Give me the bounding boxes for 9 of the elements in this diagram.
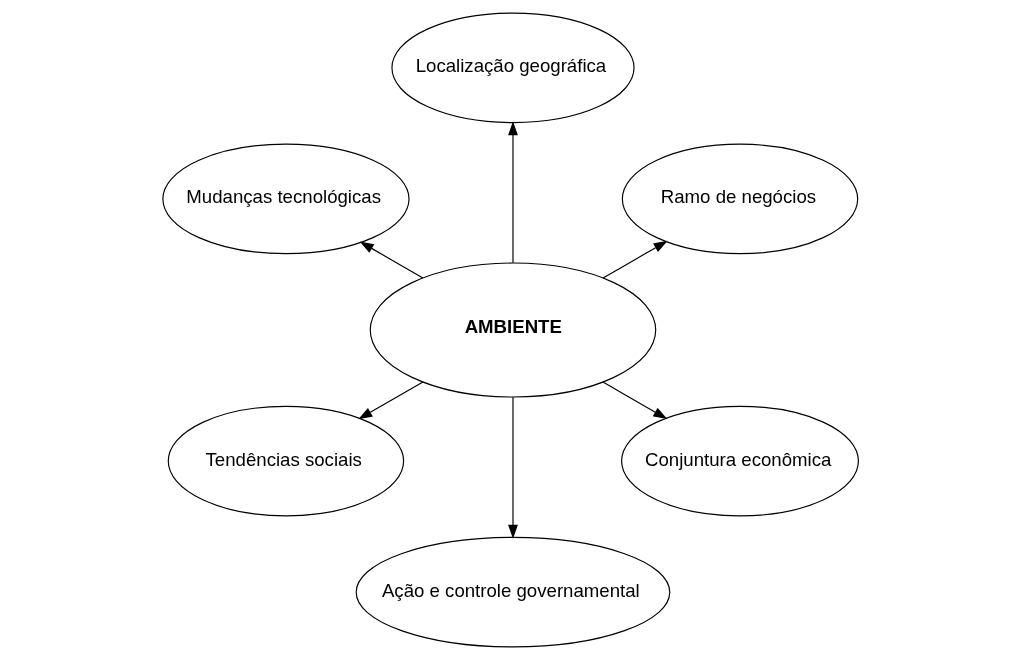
arrow [358,381,424,420]
arrow [359,241,424,279]
arrow [508,396,518,539]
arrow [602,381,668,420]
node-ellipse: Localização geográfica [391,12,635,124]
node-ellipse: Ação e controle governamental [355,536,671,648]
arrow [602,240,668,279]
node-ellipse: AMBIENTE [369,262,657,398]
arrow [508,121,518,264]
